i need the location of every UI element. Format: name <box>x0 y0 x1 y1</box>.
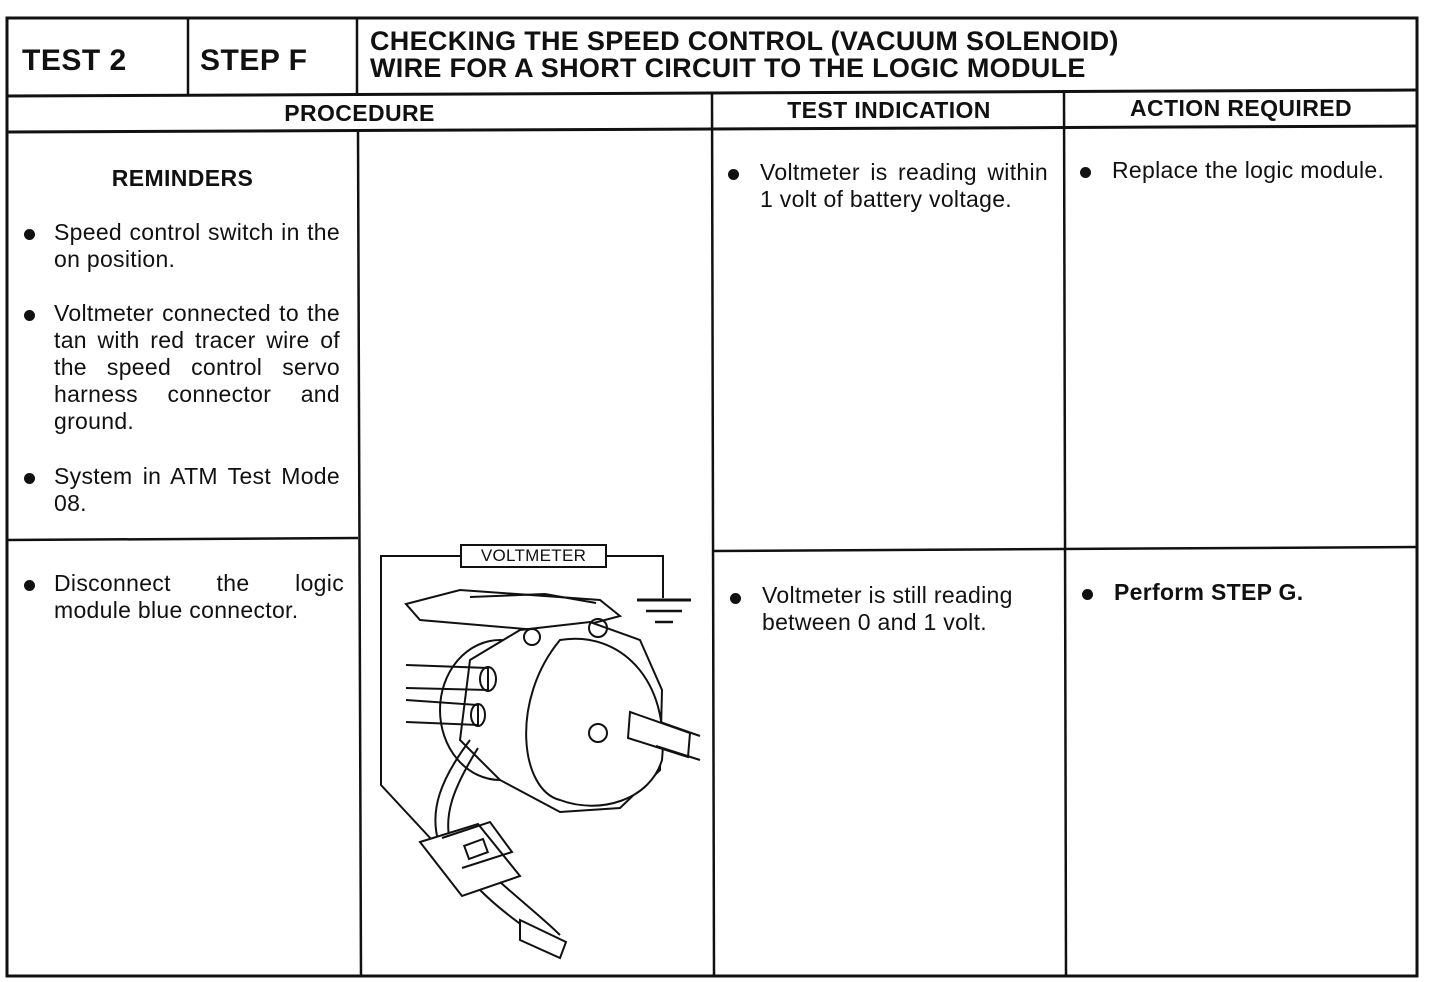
bullet-icon <box>24 473 35 484</box>
reminders-heading: REMINDERS <box>111 165 254 191</box>
title-line-2: WIRE FOR A SHORT CIRCUIT TO THE LOGIC MO… <box>370 53 1086 83</box>
column-header-procedure: PROCEDURE <box>284 100 435 126</box>
bullet-icon <box>1082 589 1093 600</box>
voltmeter-label: VOLTMETER <box>480 546 587 565</box>
column-header-test-indication: TEST INDICATION <box>787 97 991 123</box>
page-title: CHECKING THE SPEED CONTROL (VACUUM SOLEN… <box>370 28 1410 82</box>
reminder-item: Speed control switch in the on position. <box>54 219 340 272</box>
action-required-text: Replace the logic module. <box>1112 157 1385 183</box>
reminder-item: System in ATM Test Mode 08. <box>54 463 340 516</box>
bullet-icon <box>24 580 35 591</box>
test-indication-text: Voltmeter is still reading between 0 and… <box>762 582 1013 635</box>
bullet-icon <box>24 310 35 321</box>
bullet-icon <box>24 229 35 240</box>
test-indication-text: Voltmeter is reading within 1 volt of ba… <box>760 159 1048 212</box>
bullet-icon <box>728 169 739 180</box>
reminder-item: Voltmeter connected to the tan with red … <box>54 300 340 434</box>
bullet-icon <box>730 593 741 604</box>
bullet-icon <box>1080 167 1091 178</box>
test-number: TEST 2 <box>22 44 127 77</box>
step-label: STEP F <box>200 44 308 77</box>
title-line-1: CHECKING THE SPEED CONTROL (VACUUM SOLEN… <box>370 26 1119 56</box>
column-header-action-required: ACTION REQUIRED <box>1130 95 1352 121</box>
action-required-text: Perform STEP G. <box>1114 579 1304 605</box>
procedure-step: Disconnect the logic module blue connect… <box>54 570 344 623</box>
